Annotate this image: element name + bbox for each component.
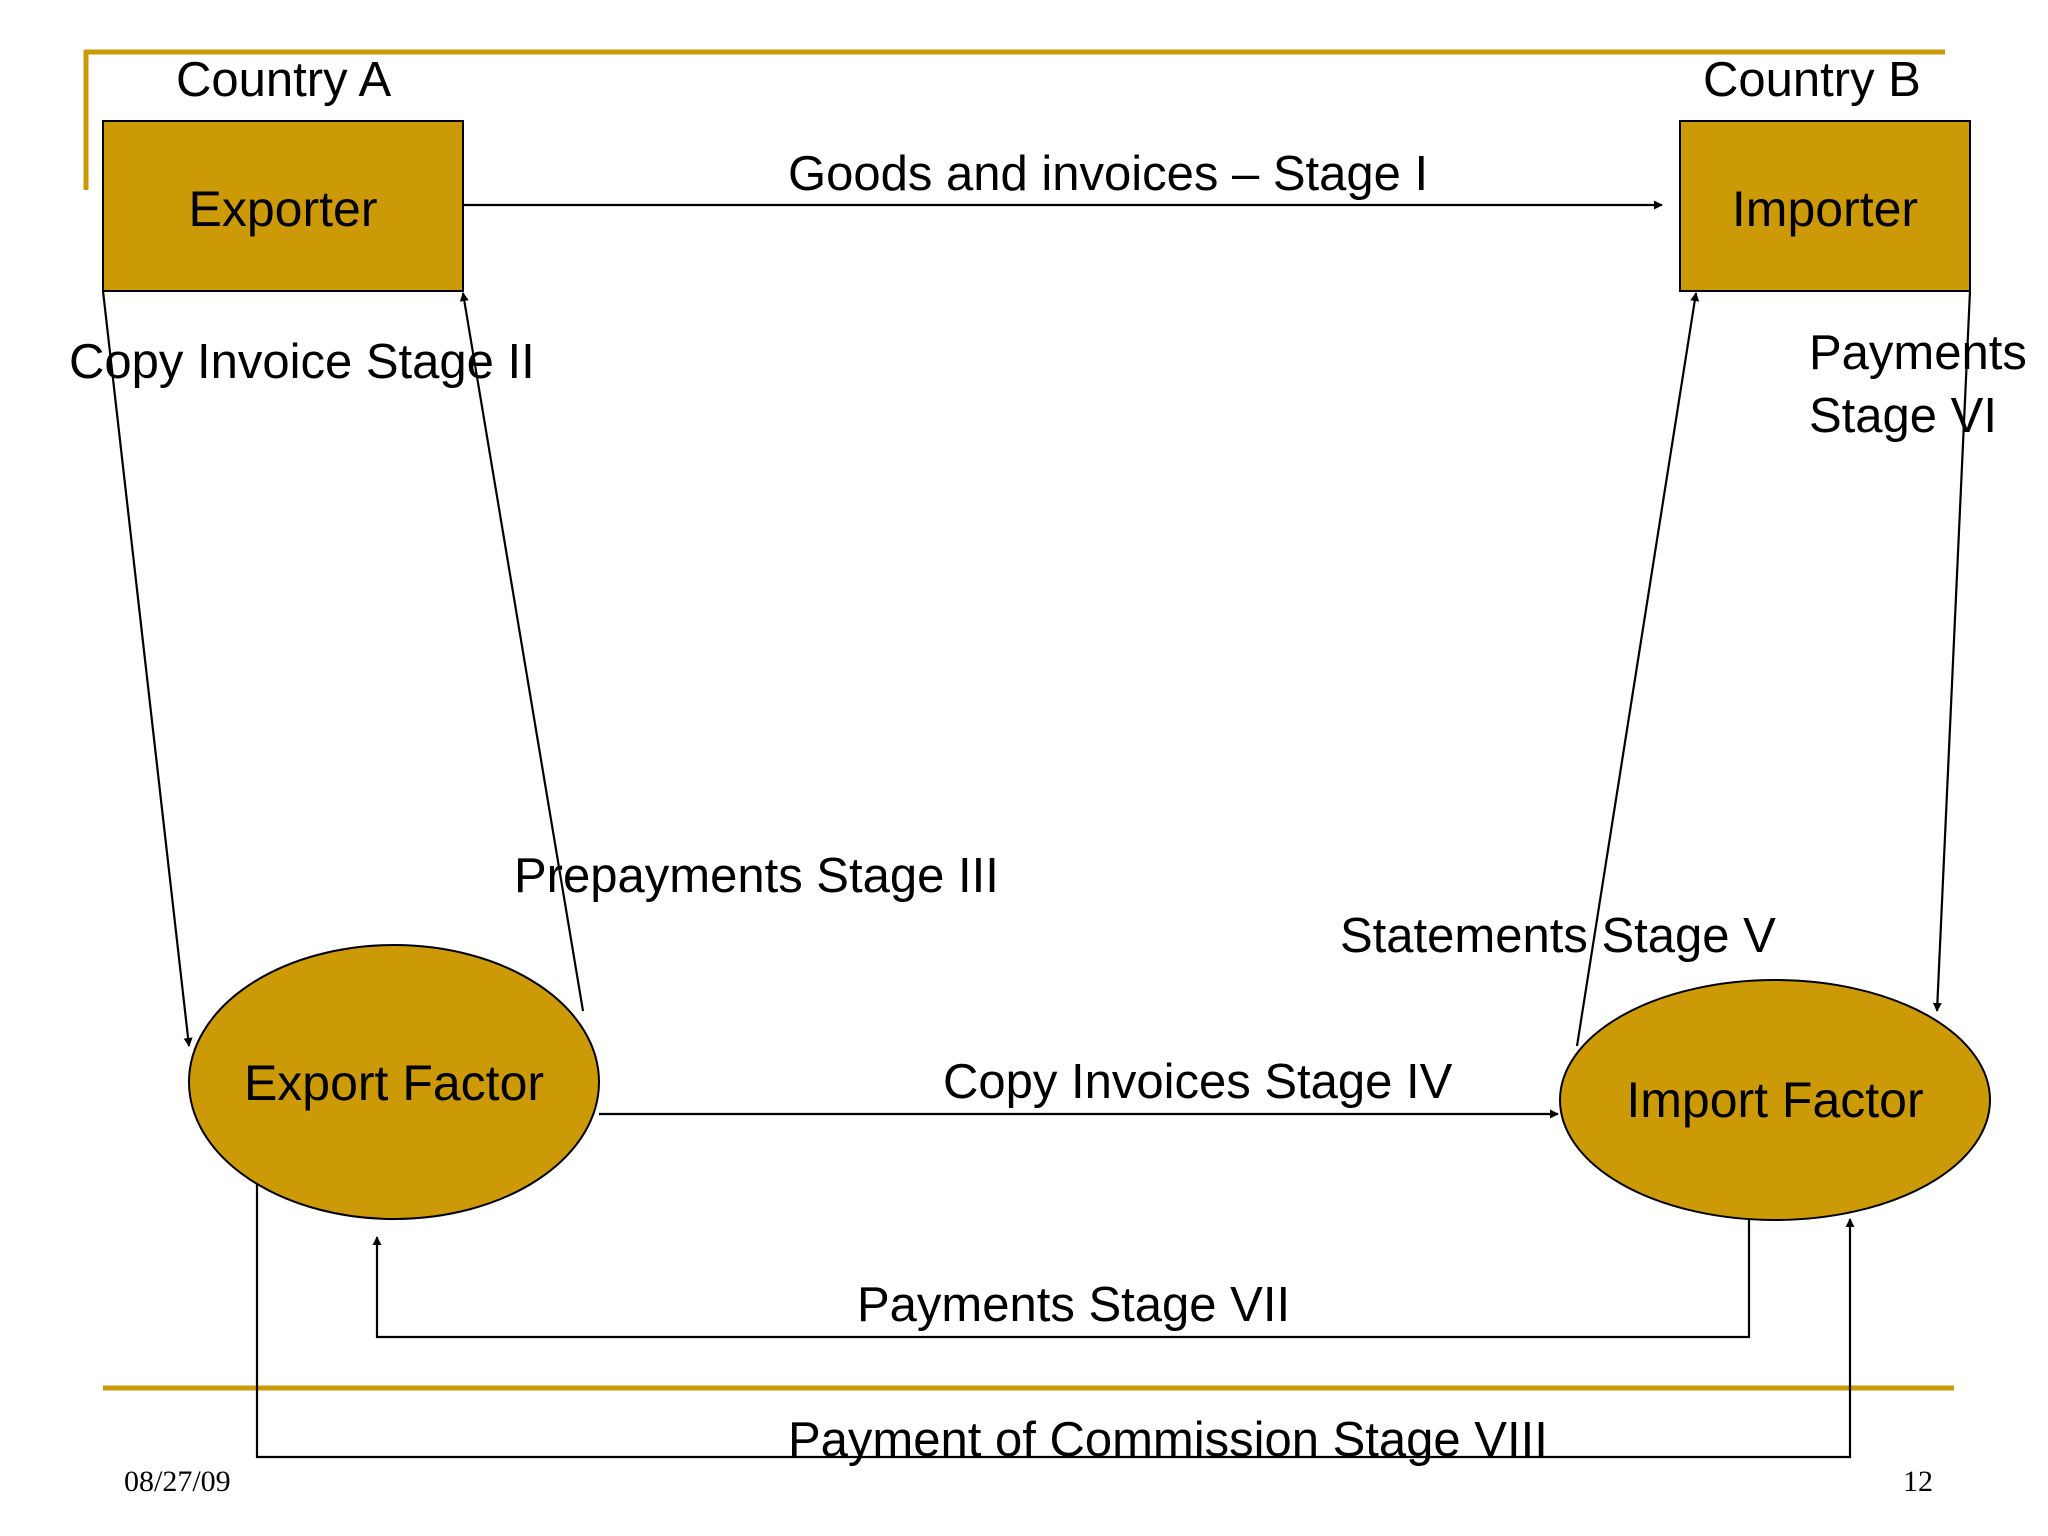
import-factor-label: Import Factor [1626,1072,1923,1128]
stage-5-arrow [1575,292,1700,1047]
exporter-label: Exporter [189,181,378,237]
importer-box [1679,120,1971,292]
stage-3-label: Prepayments Stage III [514,849,999,903]
exporter-box [102,120,464,292]
stage-4-label: Copy Invoices Stage IV [943,1055,1453,1109]
stage-1-label: Goods and invoices – Stage I [788,147,1428,201]
stage-5-label: Statements Stage V [1340,909,1776,963]
country-a-label: Country A [176,53,391,107]
stage-6-arrow [1932,290,1972,1012]
export-factor-label: Export Factor [244,1055,544,1111]
stage-6-label-line1: Payments [1809,326,2027,380]
stage-7-arrow [372,1219,1751,1339]
footer-date: 08/27/09 [124,1465,231,1498]
footer-page-number: 12 [1903,1465,1933,1498]
stage-2-arrow [101,290,193,1047]
export-factor-ellipse [188,944,600,1220]
stage-8-label: Payment of Commission Stage VIII [788,1413,1548,1467]
stage-7-label: Payments Stage VII [857,1278,1290,1332]
import-factor-ellipse [1559,979,1991,1221]
importer-node: Importer [1679,120,1971,292]
stage-3-arrow [459,292,585,1012]
exporter-node: Exporter [102,120,464,292]
import-factor-node: Import Factor [1559,979,1991,1221]
export-factor-node: Export Factor [188,944,600,1220]
country-b-label: Country B [1703,53,1921,107]
importer-label: Importer [1732,181,1918,237]
stage-6-label-line2: Stage VI [1809,389,1997,443]
stage-8-arrow [255,1183,1855,1459]
stage-2-label: Copy Invoice Stage II [69,335,535,389]
slide-decoration [83,49,1954,1391]
